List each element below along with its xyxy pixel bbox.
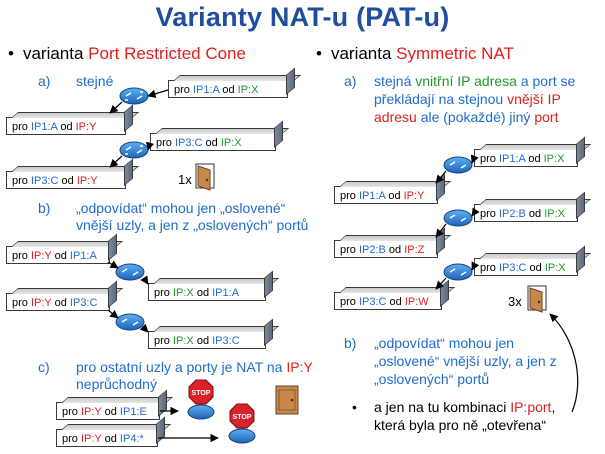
left-c-line1: pro ostatní uzly a porty je NAT na bbox=[76, 359, 287, 375]
packet-left-b2: pro IP:X od IP1:A bbox=[148, 283, 266, 301]
left-heading-prefix: varianta bbox=[22, 44, 84, 63]
left-item-a: a) stejné bbox=[38, 72, 113, 90]
count-1x: 1x bbox=[178, 172, 192, 187]
packet-left-b4: pro IP:X od IP3:C bbox=[148, 331, 266, 349]
left-a-label: a) bbox=[38, 73, 51, 89]
left-b-label: b) bbox=[38, 200, 51, 216]
router-icon bbox=[187, 404, 215, 420]
packet-left-c1: pro IP:Y od IP1:E bbox=[56, 402, 160, 420]
left-item-b: b) „odpovídat“ mohou jen „oslovené“ bbox=[38, 199, 285, 217]
left-c-label: c) bbox=[38, 359, 50, 375]
closed-door-icon bbox=[275, 385, 299, 415]
left-item-c: c) pro ostatní uzly a porty je NAT na IP:… bbox=[38, 358, 313, 376]
right-a-line2: překládají na stejnou vnější IP bbox=[374, 91, 561, 107]
right-heading: • varianta Symmetric NAT bbox=[316, 44, 514, 64]
left-heading: • varianta Port Restricted Cone bbox=[8, 44, 246, 64]
right-sub-bullet: •a jen na tu kombinaci IP:port, bbox=[352, 399, 556, 415]
packet-left-a1: pro IP1:A od IP:X bbox=[168, 80, 288, 98]
router-icon bbox=[119, 141, 149, 159]
stop-sign-icon: STOP bbox=[229, 403, 255, 429]
packet-right-5: pro IP3:C od IP:X bbox=[474, 258, 578, 276]
router-icon bbox=[228, 428, 256, 444]
packet-right-1: pro IP1:A od IP:X bbox=[474, 149, 578, 167]
svg-text:STOP: STOP bbox=[192, 390, 211, 397]
bullet-dot: • bbox=[8, 44, 14, 63]
packet-right-2: pro IP1:A od IP:Y bbox=[334, 186, 438, 204]
open-door-icon bbox=[195, 163, 215, 191]
packet-right-6: pro IP3:C od IP:W bbox=[334, 292, 442, 310]
packet-left-a4: pro IP3:C od IP:Y bbox=[6, 171, 126, 189]
router-icon bbox=[115, 313, 145, 331]
left-heading-name: Port Restricted Cone bbox=[88, 44, 246, 63]
right-item-a: a)stejná vnitřní IP adresa a port se bbox=[344, 73, 576, 89]
packet-right-4: pro IP2:B od IP:Z bbox=[334, 240, 438, 258]
stop-sign-icon: STOP bbox=[188, 379, 214, 405]
right-sub-line2: která byla pro ně „otevřena“ bbox=[374, 417, 546, 433]
left-c-ip: IP:Y bbox=[286, 359, 313, 375]
packet-left-b1: pro IP:Y od IP1:A bbox=[6, 246, 110, 264]
left-b-line2: vnější uzly, a jen z „oslovených“ portů bbox=[76, 217, 309, 233]
bullet-dot: • bbox=[352, 399, 357, 415]
right-item-b: b) „odpovídat“ mohou jen bbox=[344, 334, 514, 352]
bullet-dot: • bbox=[316, 44, 322, 63]
packet-left-a3: pro IP3:C od IP:X bbox=[150, 133, 276, 151]
open-door-icon bbox=[527, 285, 547, 313]
right-heading-name: Symmetric NAT bbox=[396, 44, 514, 63]
router-icon bbox=[443, 209, 473, 227]
count-3x: 3x bbox=[508, 294, 522, 309]
router-icon bbox=[443, 263, 473, 281]
right-a-line3: adresu ale (pokaždé) jiný port bbox=[374, 109, 559, 125]
flow-arrows bbox=[107, 89, 579, 443]
packet-left-b3: pro IP:Y od IP3:C bbox=[6, 293, 110, 311]
left-c-line2: neprůchodný bbox=[76, 376, 157, 392]
svg-text:STOP: STOP bbox=[233, 414, 252, 421]
left-b-line1: „odpovídat“ mohou jen „oslovené“ bbox=[76, 200, 286, 216]
right-b-line3: „oslovených“ portů bbox=[374, 371, 490, 387]
right-b-line1: „odpovídat“ mohou jen bbox=[374, 335, 515, 351]
router-icon bbox=[115, 263, 145, 281]
right-b-line2: „oslovené“ vnější uzly, a jen z bbox=[374, 353, 557, 369]
right-a-label: a) bbox=[344, 73, 357, 89]
packet-left-a2: pro IP1:A od IP:Y bbox=[6, 117, 126, 135]
right-b-label: b) bbox=[344, 335, 357, 351]
right-heading-prefix: varianta bbox=[330, 44, 392, 63]
left-a-text: stejné bbox=[76, 73, 114, 89]
packet-left-c2: pro IP:Y od IP4:* bbox=[56, 429, 158, 447]
page-title: Varianty NAT-u (PAT-u) bbox=[155, 2, 450, 32]
router-icon bbox=[443, 156, 473, 174]
router-icon bbox=[119, 87, 149, 105]
packet-right-3: pro IP2:B od IP:X bbox=[474, 204, 578, 222]
